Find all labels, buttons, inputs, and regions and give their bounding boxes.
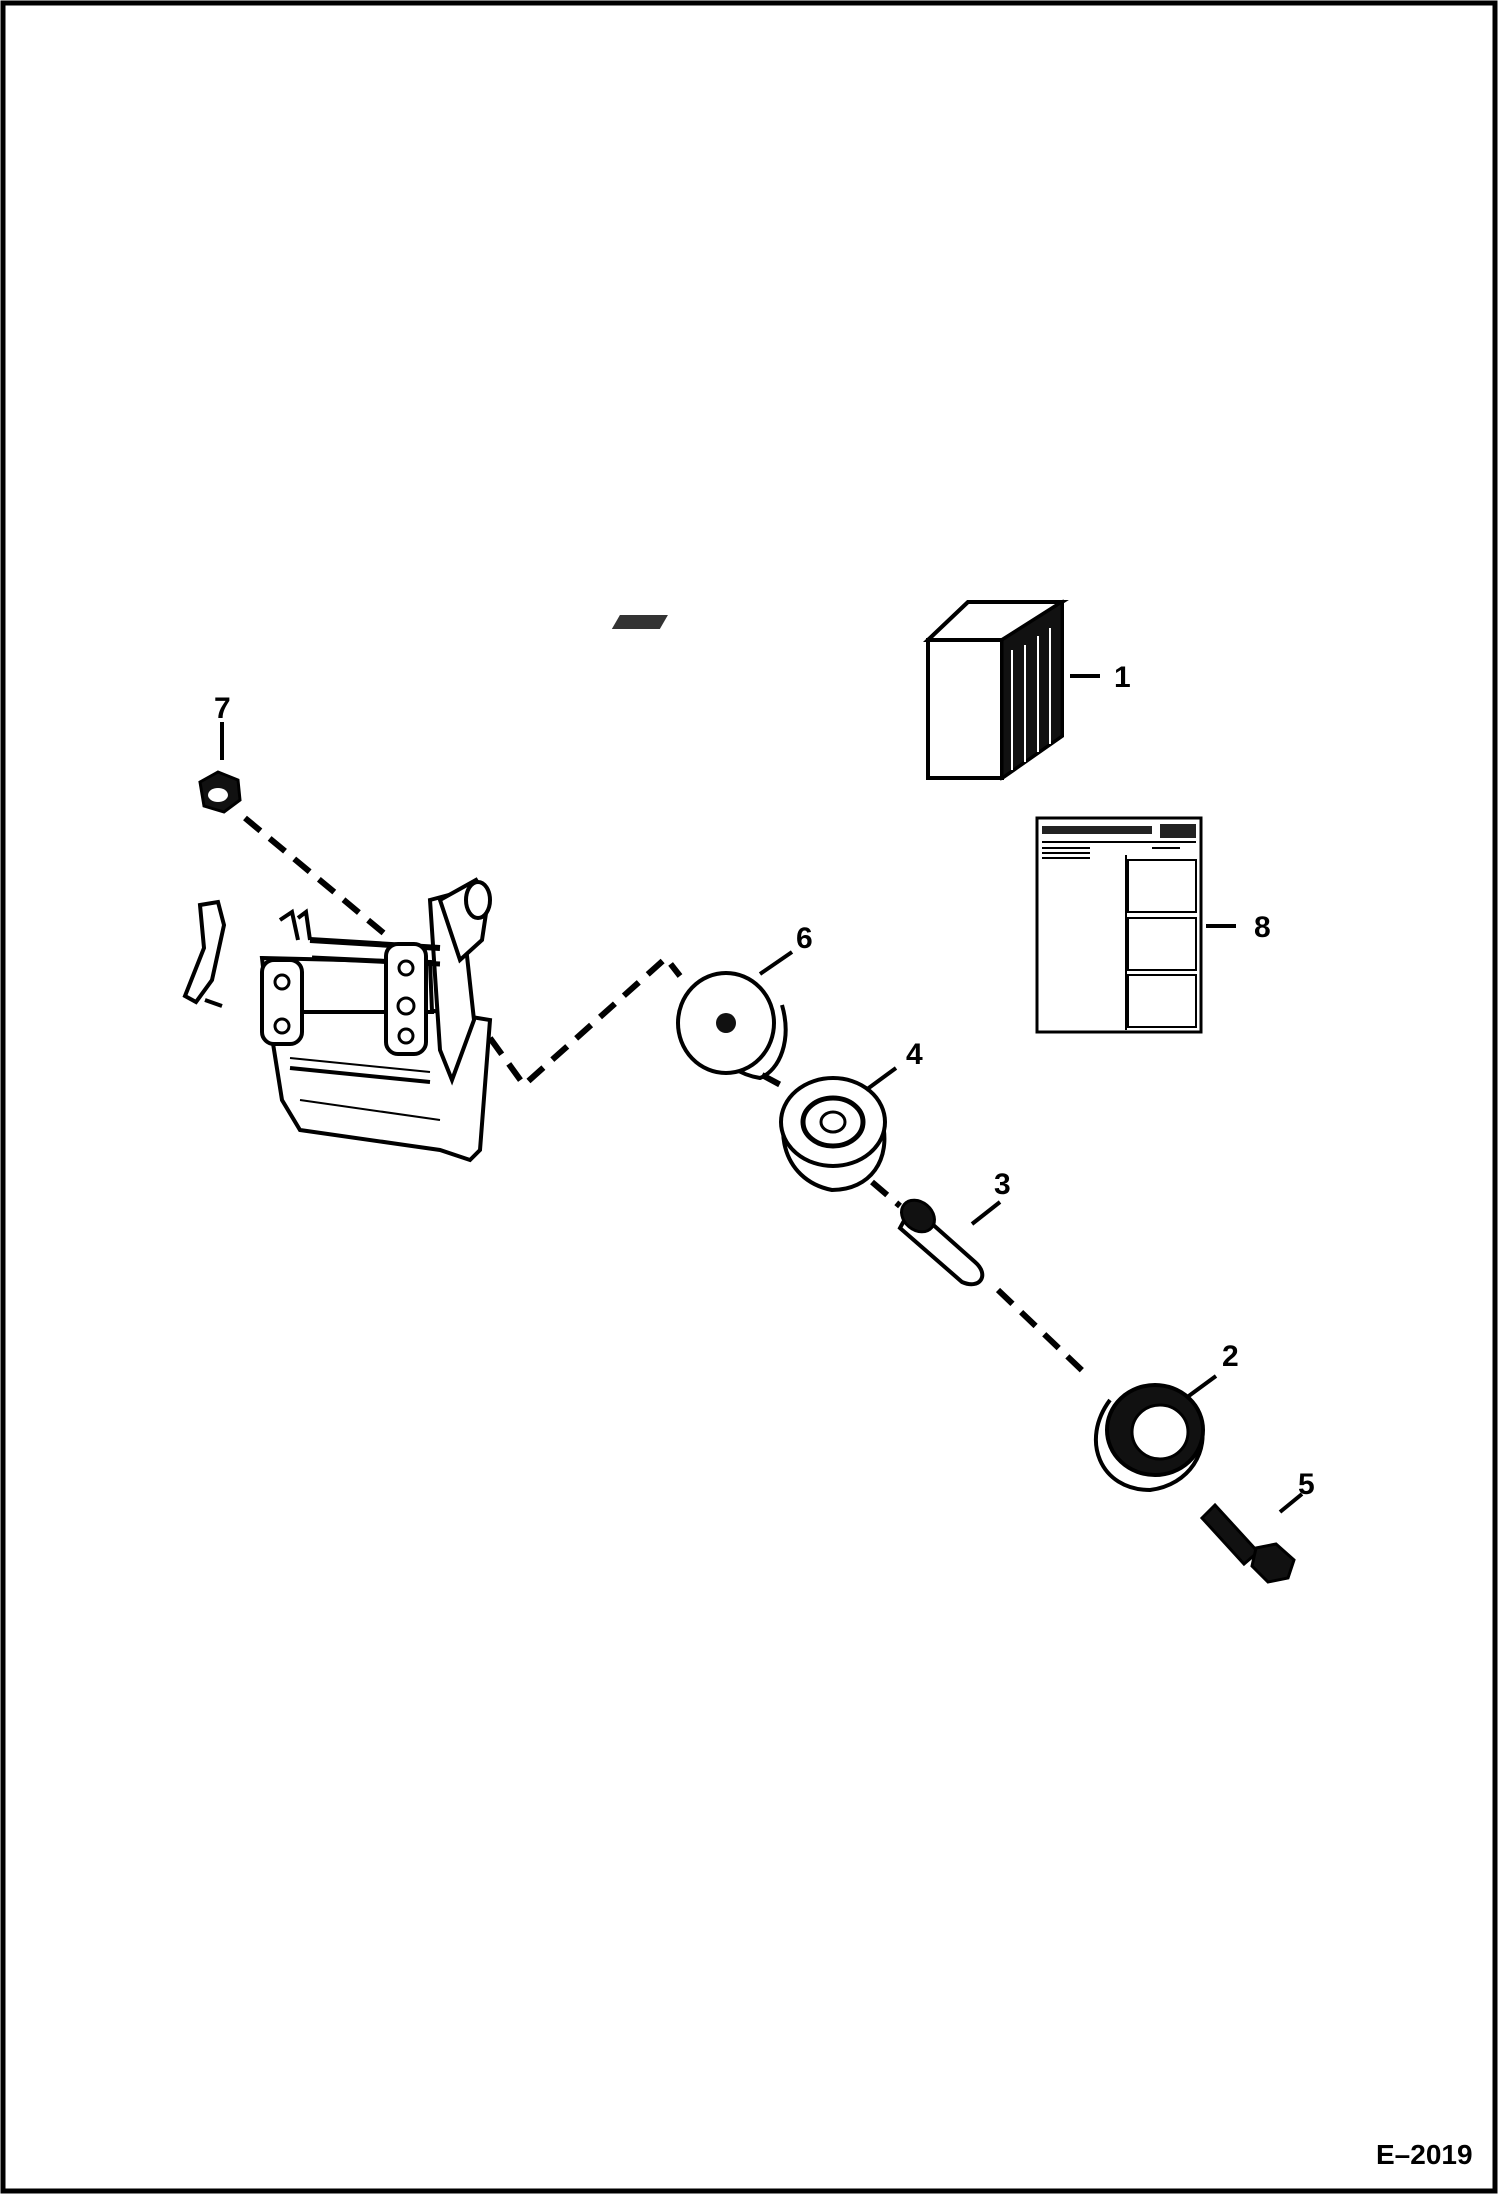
part-2-bearing <box>1093 1383 1205 1493</box>
callout-3: 3 <box>994 1168 1011 1201</box>
figure-reference: E–2019 <box>1376 2139 1473 2170</box>
part-3-sleeve <box>897 1198 985 1287</box>
part-7-nut <box>198 770 242 814</box>
assembly-line-7 <box>243 815 394 943</box>
part-6-bumper <box>676 971 788 1081</box>
callout-6: 6 <box>796 922 813 955</box>
mount-bracket-assembly <box>182 877 493 1163</box>
callout-6-leader <box>758 950 794 976</box>
part-1-box <box>611 599 1069 781</box>
callout-2-leader <box>1184 1374 1218 1400</box>
part-4-bushing <box>779 1076 887 1193</box>
part-5-bolt <box>1199 1502 1296 1584</box>
assembly-line-3-2 <box>995 1287 1093 1381</box>
callout-5-leader <box>1278 1492 1304 1514</box>
callout-2: 2 <box>1222 1340 1239 1373</box>
callout-4: 4 <box>906 1038 923 1071</box>
callout-4-leader <box>864 1066 898 1092</box>
callout-8: 8 <box>1254 911 1271 944</box>
callout-3-leader <box>970 1200 1002 1226</box>
assembly-line-6-4 <box>760 1072 792 1093</box>
assembly-line-4-3 <box>870 1179 902 1209</box>
callout-5: 5 <box>1298 1468 1315 1501</box>
assembly-line-bracket-6 <box>487 953 683 1090</box>
callout-1: 1 <box>1114 661 1131 694</box>
part-8-instruction-sheet <box>1035 816 1203 1034</box>
callout-7: 7 <box>214 692 231 725</box>
